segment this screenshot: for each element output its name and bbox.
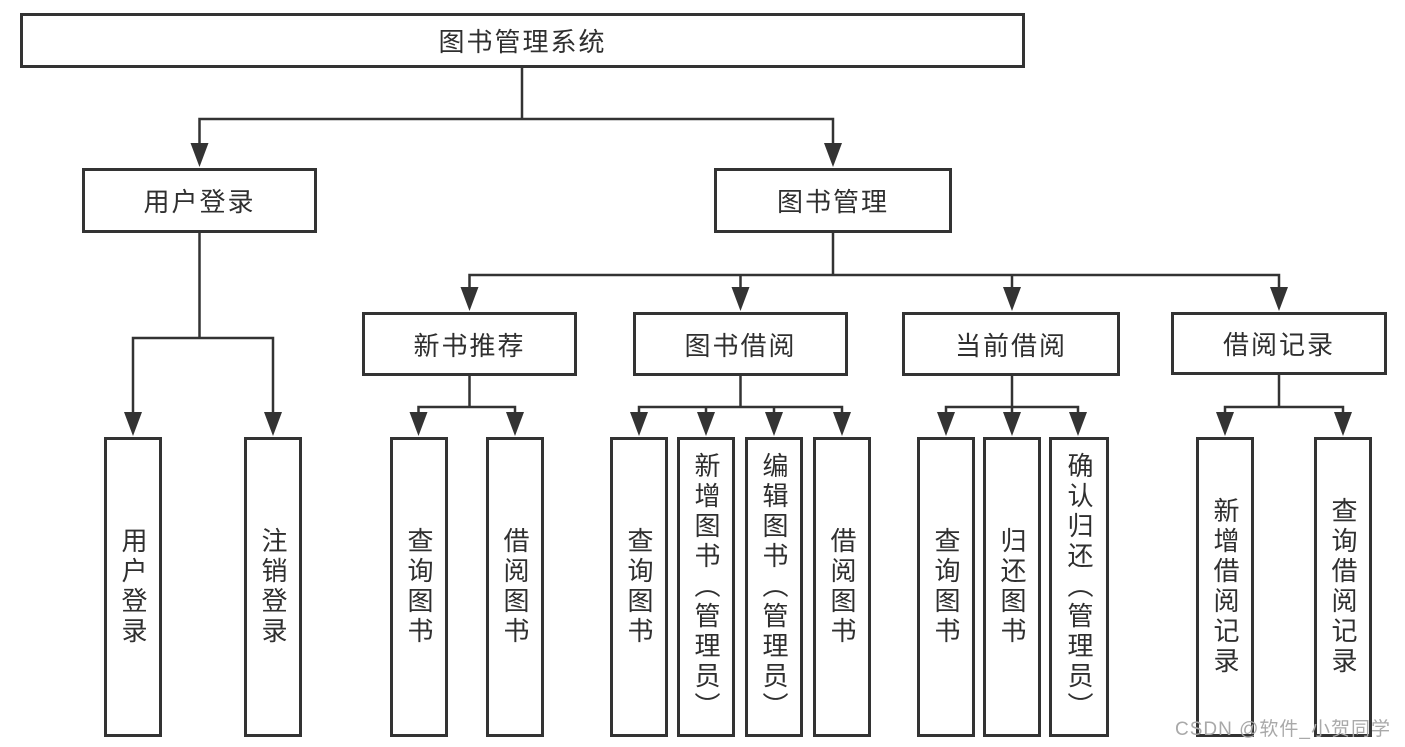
- leaf-borrow-book-2-label: 借阅图书: [827, 527, 857, 647]
- leaf-user-login-label: 用户登录: [118, 527, 148, 647]
- node-current-borrow: 当前借阅: [902, 312, 1120, 376]
- node-borrow-records-label: 借阅记录: [1222, 330, 1335, 360]
- node-user-login-label: 用户登录: [143, 187, 256, 217]
- node-book-borrow-label: 图书借阅: [684, 330, 797, 361]
- leaf-logout: 注销登录: [244, 437, 302, 737]
- leaf-logout-label: 注销登录: [258, 527, 288, 647]
- arrowhead-icons: [124, 143, 1352, 436]
- node-new-book-recommend: 新书推荐: [362, 312, 577, 376]
- leaf-borrow-book-1-label: 借阅图书: [500, 527, 530, 647]
- node-book-management: 图书管理: [714, 168, 952, 233]
- leaf-query-book-1: 查询图书: [390, 437, 448, 737]
- leaf-confirm-return-admin: 确认归还（管理员）: [1049, 437, 1109, 737]
- leaf-borrow-book-2: 借阅图书: [813, 437, 871, 737]
- leaf-edit-book-admin-label: 编辑图书（管理员）: [759, 452, 789, 722]
- node-root-label: 图书管理系统: [438, 27, 607, 57]
- leaf-query-book-3: 查询图书: [917, 437, 975, 737]
- leaf-add-borrow-record-label: 新增借阅记录: [1210, 497, 1240, 677]
- leaf-edit-book-admin: 编辑图书（管理员）: [745, 437, 803, 737]
- node-root-system: 图书管理系统: [20, 13, 1025, 68]
- leaf-query-borrow-record: 查询借阅记录: [1314, 437, 1372, 737]
- node-user-login: 用户登录: [82, 168, 317, 233]
- node-new-book-recommend-label: 新书推荐: [413, 330, 526, 361]
- leaf-add-borrow-record: 新增借阅记录: [1196, 437, 1254, 737]
- leaf-query-book-2: 查询图书: [610, 437, 668, 737]
- leaf-borrow-book-1: 借阅图书: [486, 437, 544, 737]
- leaf-query-book-1-label: 查询图书: [404, 527, 434, 647]
- leaf-add-book-admin: 新增图书（管理员）: [677, 437, 735, 737]
- watermark: CSDN @软件_小贺同学: [1175, 719, 1391, 740]
- node-book-borrow: 图书借阅: [633, 312, 848, 376]
- node-borrow-records: 借阅记录: [1171, 312, 1387, 375]
- leaf-confirm-return-admin-label: 确认归还（管理员）: [1064, 452, 1094, 722]
- leaf-return-book: 归还图书: [983, 437, 1041, 737]
- leaf-query-borrow-record-label: 查询借阅记录: [1328, 497, 1358, 677]
- node-current-borrow-label: 当前借阅: [954, 330, 1067, 361]
- leaf-user-login: 用户登录: [104, 437, 162, 737]
- leaf-query-book-3-label: 查询图书: [931, 527, 961, 647]
- leaf-add-book-admin-label: 新增图书（管理员）: [691, 452, 721, 722]
- leaf-return-book-label: 归还图书: [997, 527, 1027, 647]
- node-book-management-label: 图书管理: [776, 187, 889, 217]
- leaf-query-book-2-label: 查询图书: [624, 527, 654, 647]
